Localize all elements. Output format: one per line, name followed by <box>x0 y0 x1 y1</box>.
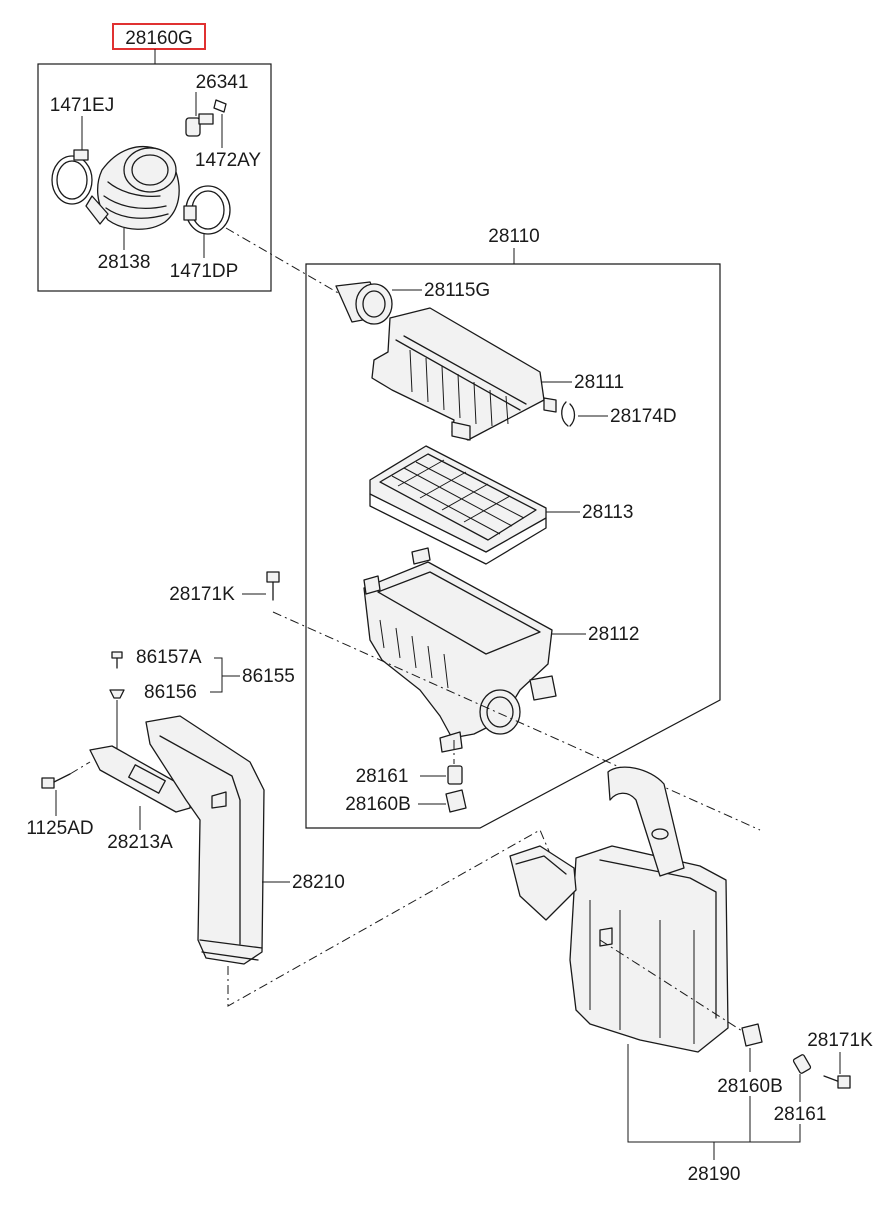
label-28113[interactable]: 28113 <box>582 502 633 523</box>
label-28110[interactable]: 28110 <box>488 226 539 247</box>
collar-28161-lower[interactable] <box>792 1054 812 1074</box>
label-28161-upper[interactable]: 28161 <box>356 766 409 787</box>
label-28190[interactable]: 28190 <box>688 1164 741 1185</box>
label-28112[interactable]: 28112 <box>588 624 639 645</box>
nut-86156[interactable] <box>109 689 125 699</box>
air-cleaner-cover-28111[interactable] <box>371 307 557 441</box>
label-28138[interactable]: 28138 <box>98 252 151 273</box>
hose-clamp-1471DP[interactable] <box>183 185 231 235</box>
intake-hose-28138[interactable] <box>85 146 180 230</box>
air-cleaner-case-28112[interactable] <box>363 547 557 753</box>
bolt-1125AD[interactable] <box>41 773 71 789</box>
label-28210[interactable]: 28210 <box>292 872 345 893</box>
label-86155[interactable]: 86155 <box>242 666 295 687</box>
label-28115G[interactable]: 28115G <box>424 280 490 301</box>
label-28174D[interactable]: 28174D <box>610 406 677 427</box>
label-28171K-upper[interactable]: 28171K <box>169 584 235 605</box>
label-1471EJ[interactable]: 1471EJ <box>50 95 114 116</box>
hose-clamp-1471EJ[interactable] <box>51 149 93 205</box>
bolt-28171K-upper[interactable] <box>266 571 280 601</box>
assembly-box-28160G <box>37 63 272 292</box>
label-1125AD[interactable]: 1125AD <box>26 818 93 839</box>
duct-28115G[interactable] <box>335 281 393 325</box>
label-1472AY[interactable]: 1472AY <box>195 150 262 171</box>
label-28160G[interactable]: 28160G <box>125 28 193 49</box>
grommet-28160B-upper[interactable] <box>445 789 467 813</box>
label-86157A[interactable]: 86157A <box>136 647 202 668</box>
label-28160B-upper[interactable]: 28160B <box>345 794 411 815</box>
selected-part-highlight[interactable] <box>112 23 206 50</box>
sensor-26341[interactable] <box>185 113 214 137</box>
clip-28174D[interactable] <box>561 401 576 427</box>
label-28213A[interactable]: 28213A <box>107 832 173 853</box>
intake-duct-28210[interactable] <box>145 715 265 965</box>
label-1471DP[interactable]: 1471DP <box>170 261 239 282</box>
label-26341[interactable]: 26341 <box>196 72 249 93</box>
label-86156[interactable]: 86156 <box>144 682 197 703</box>
label-28171K-lower[interactable]: 28171K <box>807 1030 873 1051</box>
filter-element-28113[interactable] <box>369 445 547 565</box>
assembly-box-28110 <box>305 263 721 829</box>
label-28160B-lower[interactable]: 28160B <box>717 1076 783 1097</box>
label-28111[interactable]: 28111 <box>574 372 624 393</box>
resonator-28190[interactable] <box>509 766 729 1053</box>
bracket-28213A[interactable] <box>89 745 191 813</box>
bolt-28171K-lower[interactable] <box>823 1075 851 1089</box>
screw-86157A[interactable] <box>111 651 123 669</box>
collar-28161-upper[interactable] <box>447 765 463 785</box>
label-28161-lower[interactable]: 28161 <box>774 1104 827 1125</box>
grommet-28160B-lower[interactable] <box>741 1023 763 1047</box>
clip-1472AY[interactable] <box>213 99 227 113</box>
